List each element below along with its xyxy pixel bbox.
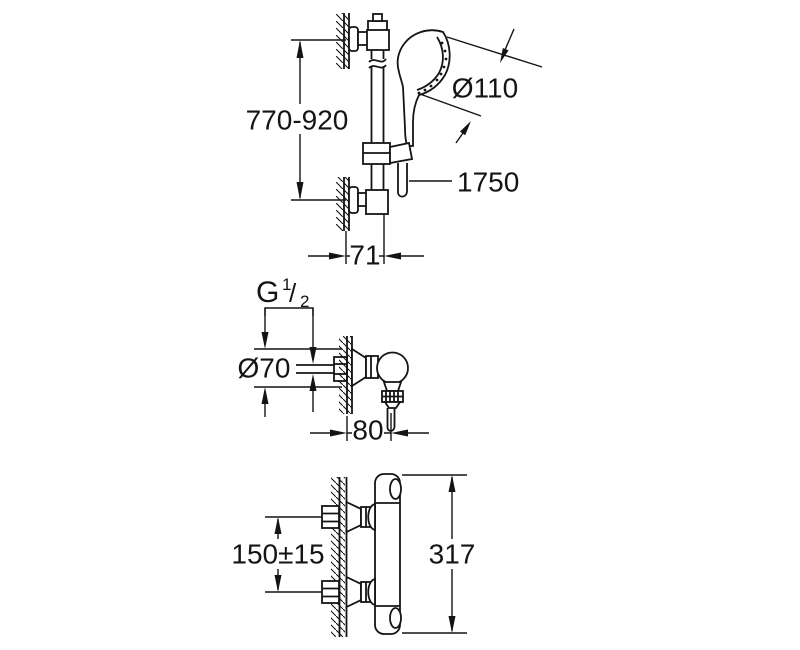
wall-hatching (339, 336, 352, 414)
rail-top-cap-tip (372, 13, 383, 22)
volume-knob (389, 607, 402, 629)
connection-upper (321, 500, 372, 534)
connection-lower (321, 575, 372, 609)
shower-hose (397, 163, 408, 198)
escutcheon-cone (351, 347, 367, 388)
spray-nozzles (417, 41, 448, 95)
escutcheon (348, 186, 359, 214)
dimension-label-rail-height: 770-920 (246, 105, 349, 136)
wall-hatching (336, 177, 349, 231)
dimension-rail-height: 770-920 (246, 39, 349, 201)
rail-mount-bottom (348, 186, 389, 215)
dimension-label-rail-wall-offset: 71 (349, 240, 380, 271)
temperature-knob (389, 478, 402, 500)
dimension-connection-spacing: 150±15 (230, 516, 326, 593)
thread-label-numerator: 1 (282, 275, 291, 294)
escutcheon-cone (345, 575, 362, 609)
escutcheon (348, 26, 359, 52)
dimension-body-length: 317 (402, 474, 476, 634)
wall-hatching (331, 477, 345, 637)
dimension-hose-length: 1750 (409, 167, 519, 198)
wall-section-top (336, 13, 350, 69)
thermostat-body (374, 473, 401, 635)
holder-clamp (389, 141, 414, 165)
dimension-label-elbow-wall-offset: 80 (352, 415, 383, 446)
rail-break-line (368, 64, 387, 69)
rail-mount-top (348, 26, 390, 52)
dimension-label-escutcheon-diameter: Ø70 (238, 353, 291, 384)
thread-label-denominator: 2 (300, 292, 309, 311)
mount-block (366, 29, 390, 51)
dimension-rail-wall-offset: 71 (308, 214, 424, 271)
dimension-escutcheon-diameter: Ø70 (238, 308, 342, 417)
hose-outlet-cone (382, 381, 403, 392)
dimension-label-hose-length: 1750 (457, 167, 519, 198)
thread-size-label: G 1 / 2 (256, 275, 317, 412)
slider-holder (362, 141, 414, 165)
hand-shower (396, 29, 451, 147)
dimension-label-connection-spacing: 150±15 (231, 539, 324, 570)
mount-block (365, 189, 389, 215)
dimension-label-body-length: 317 (429, 539, 476, 570)
hose-taper (383, 401, 402, 409)
escutcheon-cone (345, 500, 362, 534)
dimension-head-diameter: Ø110 (419, 28, 543, 144)
spray-face-inner-line (416, 36, 444, 91)
wall-section-rail-bottom (336, 177, 350, 231)
outlet-elbow (296, 336, 409, 432)
dimension-label-head-diameter: Ø110 (452, 73, 518, 104)
thermostat-mixer (321, 473, 402, 637)
thread-label-slash: / (289, 278, 297, 308)
elbow-ball (376, 351, 409, 385)
inlet-boss-upper (367, 502, 376, 532)
rail-break-line (368, 58, 387, 63)
wall-hatching (336, 13, 349, 69)
inlet-boss-lower (367, 577, 376, 607)
hex-nut (321, 580, 340, 604)
dimension-elbow-wall-offset: 80 (310, 413, 429, 446)
thread-label-g: G (256, 276, 279, 309)
hex-nut (321, 505, 340, 529)
